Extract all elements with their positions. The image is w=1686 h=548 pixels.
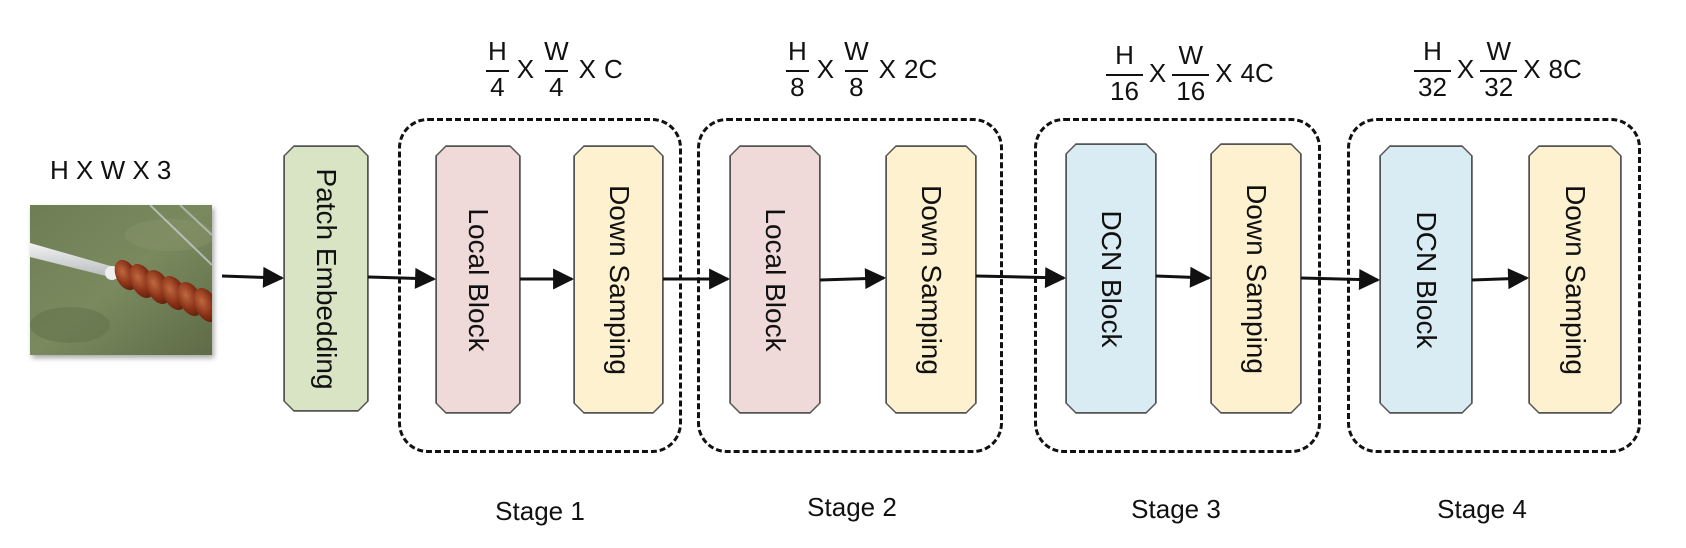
arrow-local2-to-down2 — [819, 268, 887, 290]
arrow-down2-to-dcn3 — [975, 267, 1067, 289]
arrow-down3-to-dcn4 — [1300, 269, 1381, 291]
arrow-dcn3-to-down3 — [1155, 266, 1212, 288]
stage-3-label: Stage 3 — [1131, 494, 1221, 524]
arrow-patch-to-local1 — [367, 267, 437, 289]
arrow-input-to-patch — [221, 266, 285, 288]
stage-2-label: Stage 2 — [807, 492, 897, 522]
arrow-dcn4-to-down4 — [1471, 268, 1530, 290]
stage-4-label: Stage 4 — [1437, 494, 1527, 524]
stage-1-frame — [398, 118, 682, 453]
input-dimensions-label: H X W X 3 — [50, 155, 172, 185]
stage-4-frame — [1347, 118, 1641, 453]
stage-1-label: Stage 1 — [495, 496, 585, 526]
stage-2-frame — [697, 118, 1003, 453]
stage-3-frame — [1034, 118, 1321, 453]
input-insulator-image — [30, 205, 212, 355]
